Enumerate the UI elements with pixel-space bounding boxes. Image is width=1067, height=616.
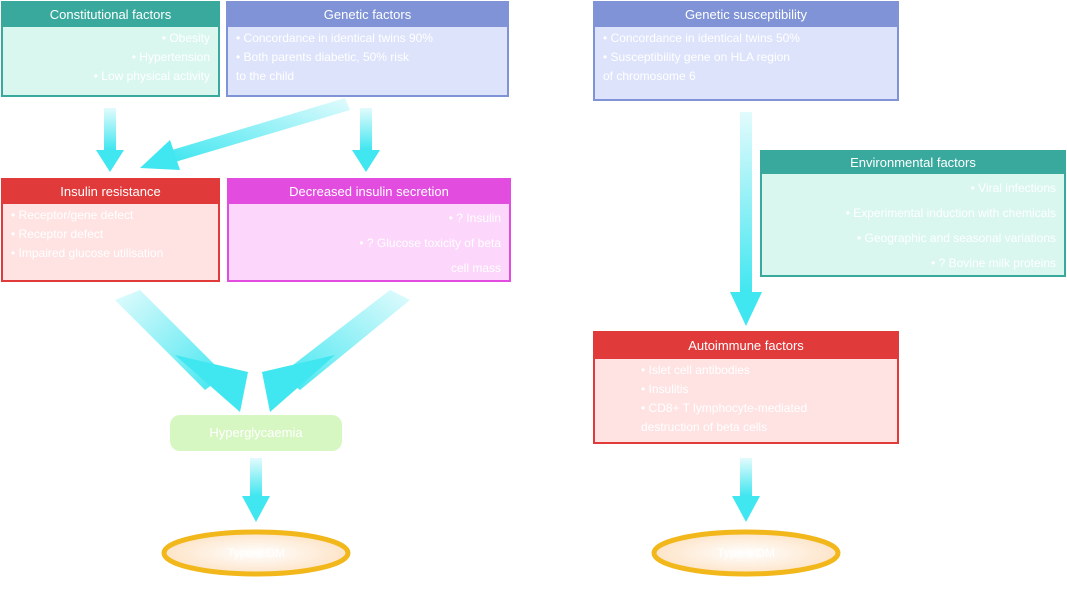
arrow-susceptibility-to-autoimmune xyxy=(730,112,762,326)
arrow-constitutional-to-resistance xyxy=(96,108,124,172)
decreased-insulin-secretion-title: Decreased insulin secretion xyxy=(229,180,509,204)
constitutional-factors-box: Constitutional factors • Obesity • Hyper… xyxy=(1,1,220,97)
list-item: • Geographic and seasonal variations xyxy=(857,231,1056,245)
list-item: • Concordance in identical twins 50% xyxy=(603,31,800,45)
autoimmune-factors-title: Autoimmune factors xyxy=(595,333,897,359)
arrow-genetic-to-resistance xyxy=(140,98,350,170)
type2-dm-label: Type 2 DM xyxy=(226,546,286,560)
list-item: cell mass xyxy=(450,261,501,275)
list-item: destruction of beta cells xyxy=(641,420,768,434)
list-item: • ? Bovine milk proteins xyxy=(931,256,1056,270)
list-item: to the child xyxy=(236,69,295,83)
genetic-susceptibility-title: Genetic susceptibility xyxy=(595,3,897,27)
insulin-resistance-items: • Receptor/gene defect • Receptor defect… xyxy=(3,204,218,265)
genetic-susceptibility-box: Genetic susceptibility • Concordance in … xyxy=(593,1,899,101)
list-item: • Susceptibility gene on HLA region xyxy=(603,50,790,64)
list-item: • Concordance in identical twins 90% xyxy=(236,31,433,45)
hyperglycaemia-node: Hyperglycaemia xyxy=(170,415,342,451)
arrow-autoimmune-to-type1 xyxy=(732,458,760,522)
list-item: • Obesity xyxy=(161,31,210,45)
arrow-resistance-to-hyperglycaemia xyxy=(115,290,248,412)
genetic-factors-title: Genetic factors xyxy=(228,3,507,27)
list-item: • ? Glucose toxicity of beta xyxy=(359,236,501,250)
genetic-factors-items: • Concordance in identical twins 90% • B… xyxy=(228,27,507,88)
list-item: • Experimental induction with chemicals xyxy=(845,206,1056,220)
environmental-factors-items: • Viral infections • Experimental induct… xyxy=(762,174,1064,275)
constitutional-factors-items: • Obesity • Hypertension • Low physical … xyxy=(3,27,218,88)
arrow-genetic-to-secretion xyxy=(352,108,380,172)
environmental-factors-box: Environmental factors • Viral infections… xyxy=(760,150,1066,277)
list-item: • Insulitis xyxy=(641,382,689,396)
list-item: • Viral infections xyxy=(970,181,1056,195)
list-item: • Low physical activity xyxy=(93,69,210,83)
autoimmune-factors-box: Autoimmune factors • Islet cell antibodi… xyxy=(593,331,899,444)
decreased-insulin-secretion-items: • ? Insulin • ? Glucose toxicity of beta… xyxy=(229,204,509,280)
list-item: • Both parents diabetic, 50% risk xyxy=(236,50,409,64)
autoimmune-factors-items: • Islet cell antibodies • Insulitis • CD… xyxy=(595,359,897,439)
insulin-resistance-title: Insulin resistance xyxy=(3,180,218,204)
insulin-resistance-box: Insulin resistance • Receptor/gene defec… xyxy=(1,178,220,282)
list-item: • Impaired glucose utilisation xyxy=(11,246,164,260)
list-item: • ? Insulin xyxy=(448,211,501,225)
decreased-insulin-secretion-box: Decreased insulin secretion • ? Insulin … xyxy=(227,178,511,282)
constitutional-factors-title: Constitutional factors xyxy=(3,3,218,27)
genetic-susceptibility-items: • Concordance in identical twins 50% • S… xyxy=(595,27,897,88)
list-item: of chromosome 6 xyxy=(603,69,696,83)
list-item: • Receptor defect xyxy=(11,227,104,241)
list-item: • Islet cell antibodies xyxy=(641,363,750,377)
list-item: • Hypertension xyxy=(131,50,210,64)
arrow-secretion-to-hyperglycaemia xyxy=(262,290,410,412)
type1-dm-label: Type 1 DM xyxy=(716,546,776,560)
genetic-factors-box: Genetic factors • Concordance in identic… xyxy=(226,1,509,97)
environmental-factors-title: Environmental factors xyxy=(762,152,1064,174)
list-item: • Receptor/gene defect xyxy=(11,208,134,222)
arrow-hyperglycaemia-to-type2 xyxy=(242,458,270,522)
list-item: • CD8+ T lymphocyte-mediated xyxy=(641,401,808,415)
type2-ellipse xyxy=(161,529,351,577)
type1-ellipse xyxy=(651,529,841,577)
